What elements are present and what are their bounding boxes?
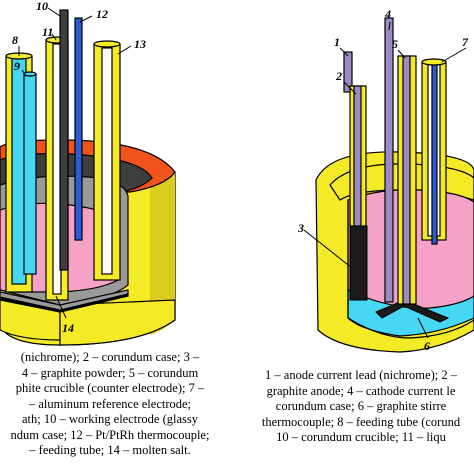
caption-line: 10 – corundum crucible; 11 – liqu (276, 430, 446, 444)
cutaway-wall-right (59, 299, 176, 346)
cathode-lead (384, 17, 394, 303)
left-label-13: 13 (134, 37, 146, 51)
left-leaders (18, 7, 132, 319)
thermocouple-right (431, 63, 438, 245)
crucible-lining (0, 293, 129, 313)
left-label-8: 8 (12, 33, 18, 47)
caption-line: corundum case; 6 – graphite stirre (275, 399, 447, 413)
left-cell-diagram (0, 7, 176, 346)
right-label-5: 5 (392, 37, 398, 51)
left-caption: (nichrome); 2 – corundum case; 3 – 4 – g… (0, 350, 228, 459)
anode-lead (343, 51, 353, 93)
caption-line: ath; 10 – working electrode (glassy (22, 412, 198, 426)
graphite-anode (349, 225, 368, 301)
caption-line: – aluminum reference electrode; (28, 396, 192, 411)
right-leaders (303, 21, 467, 339)
anode-lead-inner (353, 85, 362, 227)
caption-line: phite crucible (counter electrode); 7 – (15, 381, 205, 395)
left-label-11: 11 (42, 25, 53, 39)
left-label-14: 14 (62, 321, 74, 335)
right-label-6: 6 (424, 339, 430, 353)
caption-line: graphite anode; 4 – cathode current le (266, 383, 456, 398)
tube-13-top (93, 40, 121, 48)
right-label-1: 1 (334, 35, 340, 49)
caption-line: – feeding tube; 14 – molten salt. (29, 443, 191, 457)
caption-line: ndum case; 12 – Pt/PtRh thermocouple; (10, 427, 210, 442)
right-caption: 1 – anode current lead (nichrome); 2 – g… (236, 368, 474, 446)
right-label-4: 4 (384, 7, 391, 21)
caption-line: (nichrome); 2 – corundum case; 3 – (20, 350, 200, 364)
right-label-2: 2 (335, 69, 342, 83)
tube-9-top (23, 71, 37, 77)
right-label-3: 3 (297, 221, 304, 235)
left-label-12: 12 (96, 7, 108, 21)
left-label-9: 9 (14, 59, 20, 73)
caption-line: 1 – anode current lead (nichrome); 2 – (265, 368, 457, 382)
caption-line: thermocouple; 8 – feeding tube (corund (261, 414, 461, 429)
right-label-7: 7 (462, 35, 469, 49)
feeding-tube-top (421, 58, 447, 66)
tube-13-inner (101, 47, 113, 275)
tube-9-electrode (23, 73, 37, 275)
crucible-line-right (347, 200, 474, 339)
right-cell-diagram (303, 17, 474, 353)
outer-cylinder-shade (150, 170, 175, 335)
caption-line: 4 – graphite powder; 5 – corundum (21, 365, 199, 380)
tube-10-electrode (59, 9, 69, 271)
tube-12-thermocouple (74, 17, 83, 241)
left-label-10: 10 (36, 0, 48, 13)
cathode-inner (402, 55, 411, 305)
